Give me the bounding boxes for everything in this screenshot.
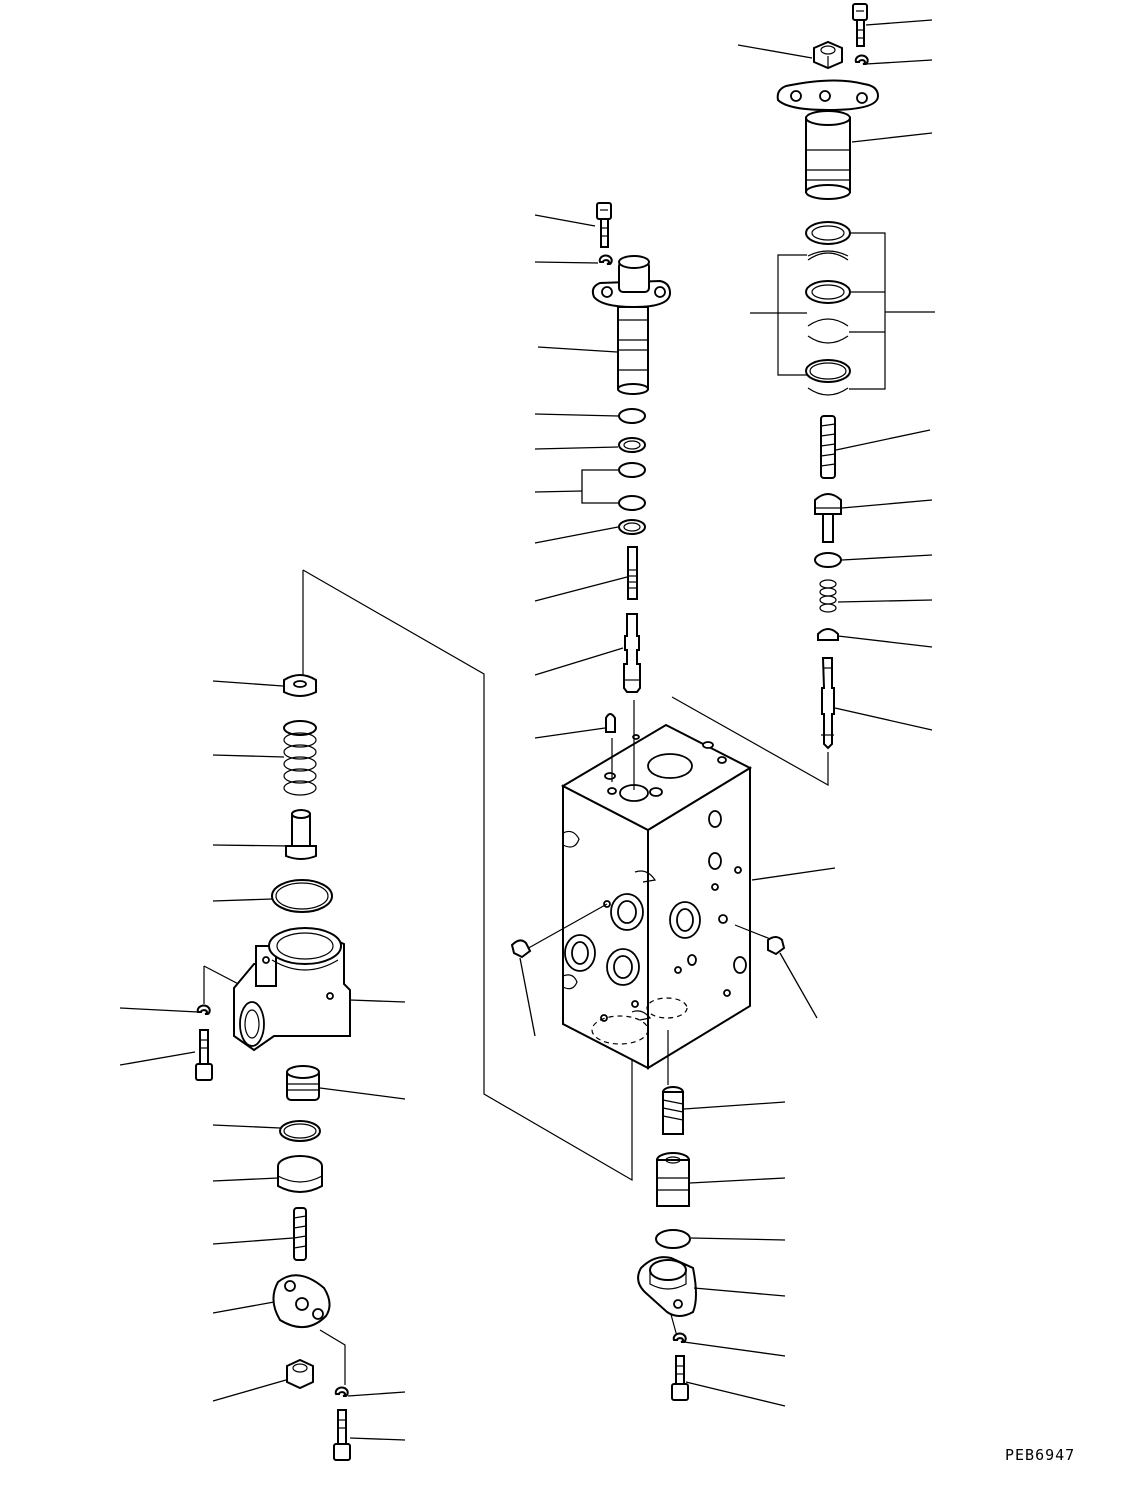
plug-icon: [656, 1152, 690, 1207]
o-ring-icon: [618, 437, 646, 453]
washer-icon: [334, 1386, 349, 1397]
flange-cover-icon: [272, 1274, 331, 1328]
spool-icon: [623, 613, 641, 693]
right-stack: [776, 3, 886, 750]
coil-spring-icon: [819, 579, 837, 613]
coil-spring-icon: [627, 546, 638, 600]
valve-body-block: [560, 723, 753, 1070]
drawing-code: PEB6947: [1005, 1446, 1076, 1464]
bolt-icon: [333, 1409, 351, 1461]
valve-housing-icon: [233, 927, 351, 1052]
flange-cover-icon: [637, 1256, 697, 1317]
o-ring-icon: [271, 879, 333, 913]
coil-spring-icon: [283, 720, 317, 796]
bolt-icon: [852, 3, 868, 47]
piston-icon: [285, 809, 317, 860]
poppet-icon: [814, 493, 842, 543]
nut-icon: [286, 1358, 314, 1390]
center-stack: [591, 202, 672, 733]
cap-icon: [283, 674, 317, 697]
spool-icon: [821, 657, 835, 750]
seat-icon: [817, 628, 839, 641]
bolt-icon: [195, 1029, 213, 1081]
assembly-guide-lines: [203, 569, 829, 1385]
o-ring-icon: [618, 495, 646, 511]
flange-cover-icon: [776, 79, 880, 200]
o-ring-icon: [618, 519, 646, 535]
nut-icon: [813, 40, 843, 70]
o-ring-icon: [618, 462, 646, 478]
plug-icon: [286, 1065, 320, 1101]
leader-line: [751, 867, 836, 881]
left-stack: [195, 674, 351, 1461]
flange-cover-icon: [591, 255, 672, 395]
o-ring-icon: [655, 1229, 691, 1249]
washer-icon: [196, 1004, 211, 1015]
bolt-icon: [596, 202, 612, 248]
o-ring-icon: [618, 408, 646, 424]
disc-icon: [277, 1155, 323, 1193]
bottom-stack: [637, 1086, 697, 1401]
o-ring-icon: [814, 552, 842, 568]
side-plug-right-icon: [767, 936, 786, 956]
coil-spring-icon: [662, 1086, 684, 1135]
washer-icon: [854, 54, 869, 65]
plug-icon: [605, 713, 616, 733]
washer-icon: [598, 254, 613, 265]
washer-icon: [672, 1332, 687, 1343]
bolt-icon: [671, 1355, 689, 1401]
leader-lines: [119, 19, 935, 1441]
o-ring-icon: [805, 359, 851, 383]
side-plug-left-icon: [510, 939, 532, 959]
coil-spring-icon: [293, 1207, 307, 1261]
coil-spring-icon: [820, 415, 836, 479]
